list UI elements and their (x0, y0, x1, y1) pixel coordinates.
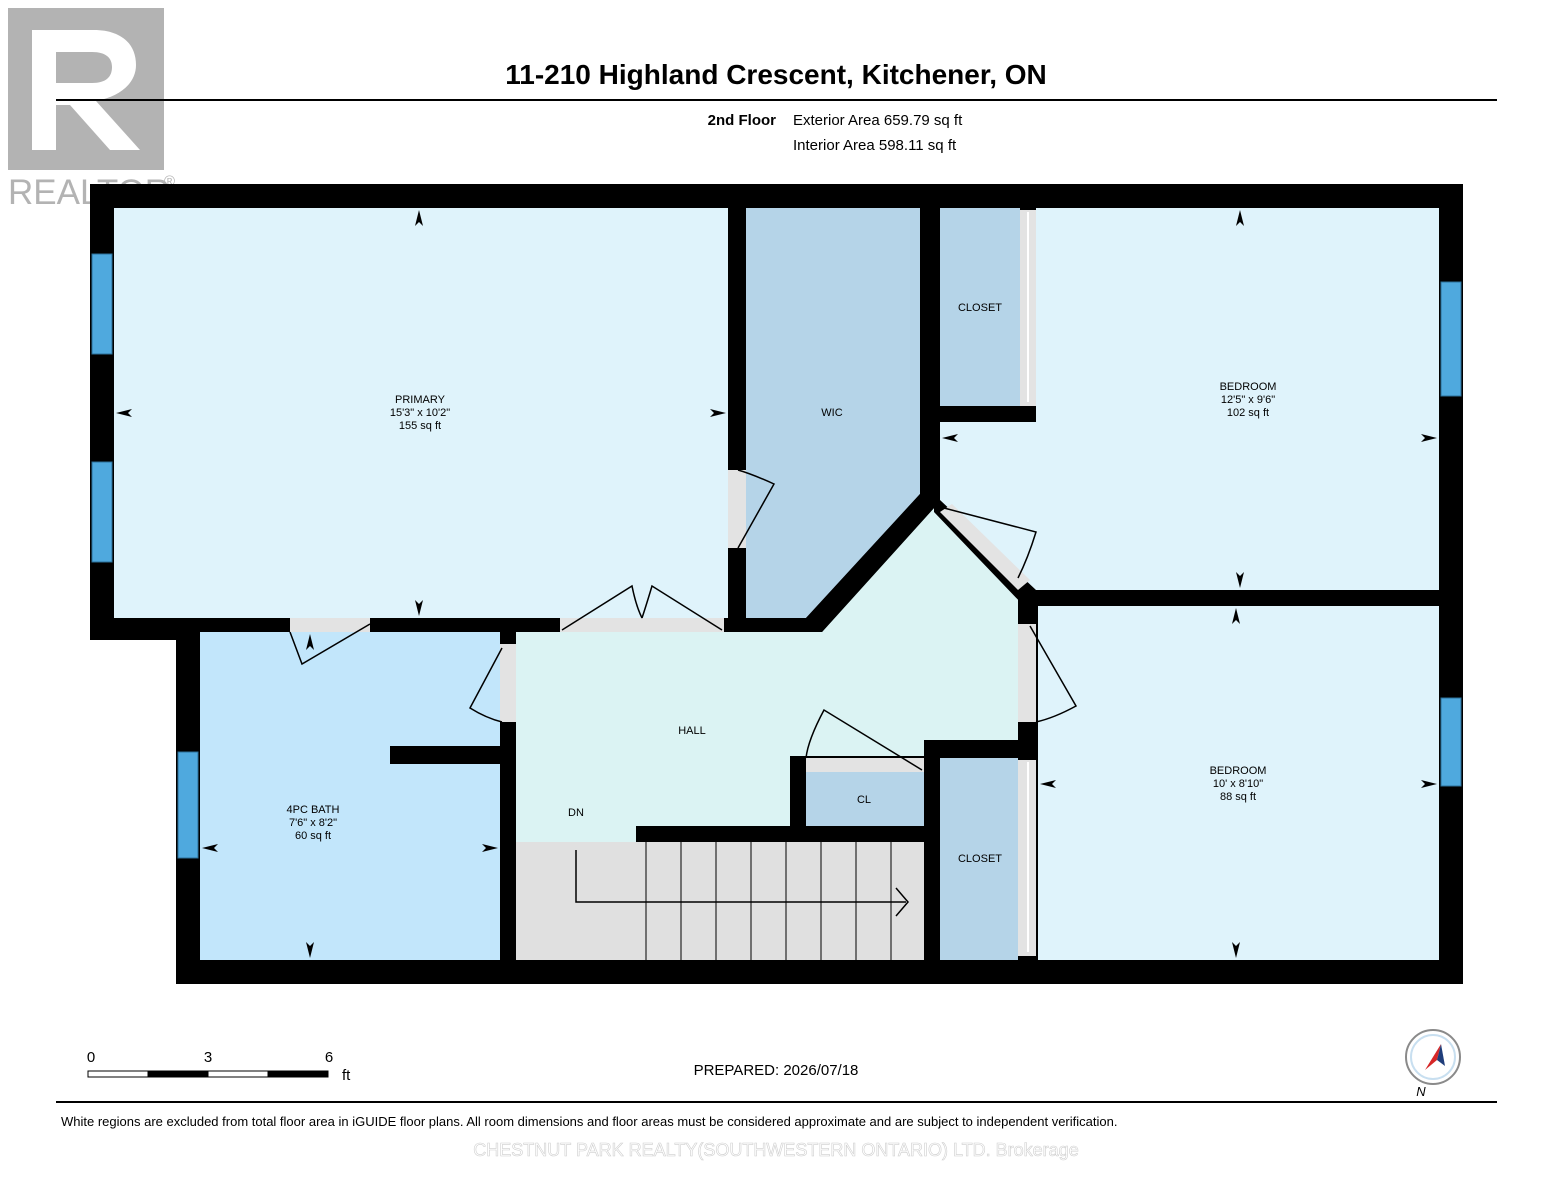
floor-plan: PRIMARY 15'3" x 10'2" 155 sq ft WIC CLOS… (90, 184, 1463, 984)
wall-bath-stub (390, 746, 502, 764)
dimension-arrows (116, 210, 1437, 958)
wall-stair-top (636, 826, 790, 842)
room-closet-top (940, 208, 1020, 408)
page-title: 11-210 Highland Crescent, Kitchener, ON (505, 59, 1047, 90)
room-closet-bottom (940, 758, 1018, 960)
room-primary (114, 208, 728, 618)
room-bath (200, 632, 500, 960)
room-cl (806, 772, 924, 826)
bedroom-bottom-area: 88 sq ft (1220, 791, 1256, 803)
interior-area: Interior Area 598.11 sq ft (793, 137, 957, 154)
door-gap-bath (290, 618, 370, 632)
window-primary-1 (91, 253, 113, 355)
primary-name: PRIMARY (395, 394, 446, 406)
window-primary-2 (91, 461, 113, 563)
realtor-logo-registered: ® (164, 173, 175, 190)
door-swing-bath-hall (469, 647, 503, 723)
bath-area: 60 sq ft (295, 830, 331, 842)
floor-label: 2nd Floor (708, 112, 776, 129)
scale-tick-3: 3 (204, 1049, 212, 1066)
disclaimer-text: White regions are excluded from total fl… (61, 1114, 1117, 1129)
room-stairs (516, 842, 924, 960)
door-swing-primary-right (641, 584, 723, 631)
window-bedroom-bottom (1440, 697, 1462, 787)
wall-closet-top-bottom (940, 406, 1036, 422)
bedroom-bottom-name: BEDROOM (1210, 765, 1267, 777)
brokerage-watermark: CHESTNUT PARK REALTY(SOUTHWESTERN ONTARI… (473, 1140, 1078, 1160)
wic-name: WIC (821, 407, 842, 419)
primary-area: 155 sq ft (399, 420, 441, 432)
door-gap-bedroom-top (940, 504, 1030, 590)
window-bath (177, 751, 199, 859)
door-gap-primary (560, 618, 724, 632)
compass-icon: N (1405, 1029, 1461, 1099)
door-swing-primary-left (561, 584, 643, 631)
realtor-logo-r (32, 30, 140, 150)
bath-name: 4PC BATH (287, 804, 340, 816)
stairs-arrowhead (895, 887, 909, 917)
door-swings (289, 469, 1078, 771)
door-swing-bedroom-top (943, 507, 1037, 579)
primary-dims: 15'3" x 10'2" (390, 407, 450, 419)
exterior-area: Exterior Area 659.79 sq ft (793, 112, 963, 129)
scale-unit: ft (342, 1067, 351, 1084)
door-swing-wic (737, 469, 776, 549)
wall-closet-bottom-left (924, 740, 940, 960)
prepared-date: PREPARED: 2026/07/18 (694, 1062, 859, 1079)
wall-closet-bottom-top (926, 740, 1036, 758)
bedroom-top-dims: 12'5" x 9'6" (1221, 394, 1275, 406)
door-swing-bath (289, 623, 371, 666)
room-bedroom-top (940, 208, 1439, 590)
room-hall (516, 508, 1018, 842)
realtor-logo: REALTOR ® (8, 8, 175, 212)
stairs-label: DN (568, 807, 584, 819)
windows (91, 253, 1462, 859)
bedroom-top-area: 102 sq ft (1227, 407, 1269, 419)
wall-hall-diagonal (806, 494, 934, 632)
bedroom-top-name: BEDROOM (1220, 381, 1277, 393)
closet-top-name: CLOSET (958, 302, 1002, 314)
scale-tick-0: 0 (87, 1049, 95, 1066)
door-swing-bedroom-bottom (1029, 625, 1078, 723)
compass-label: N (1416, 1084, 1426, 1099)
hall-name: HALL (678, 725, 706, 737)
wall-cl-left (790, 756, 806, 842)
window-bedroom-top (1440, 281, 1462, 397)
stairs-treads (645, 842, 892, 960)
compass-needle (1425, 1044, 1441, 1070)
scale-tick-6: 6 (325, 1049, 333, 1066)
scale-bar: 0 3 6 ft (87, 1049, 351, 1084)
stairs-direction-arrow (575, 850, 906, 903)
wall-bedroom-divider (1018, 590, 1439, 606)
bath-dims: 7'6" x 8'2" (289, 817, 337, 829)
room-bedroom-bottom (1038, 606, 1439, 960)
door-gap-bath-hall (500, 644, 516, 722)
room-wic (746, 208, 920, 618)
door-gap-cl (806, 758, 924, 772)
closet-bottom-name: CLOSET (958, 853, 1002, 865)
cl-name: CL (857, 794, 871, 806)
door-swing-cl (805, 708, 923, 771)
room-labels: PRIMARY 15'3" x 10'2" 155 sq ft WIC CLOS… (287, 302, 1277, 865)
door-gap-bedroom-bottom (1018, 624, 1036, 722)
bedroom-bottom-dims: 10' x 8'10" (1213, 778, 1263, 790)
door-gap-wic (728, 470, 746, 548)
